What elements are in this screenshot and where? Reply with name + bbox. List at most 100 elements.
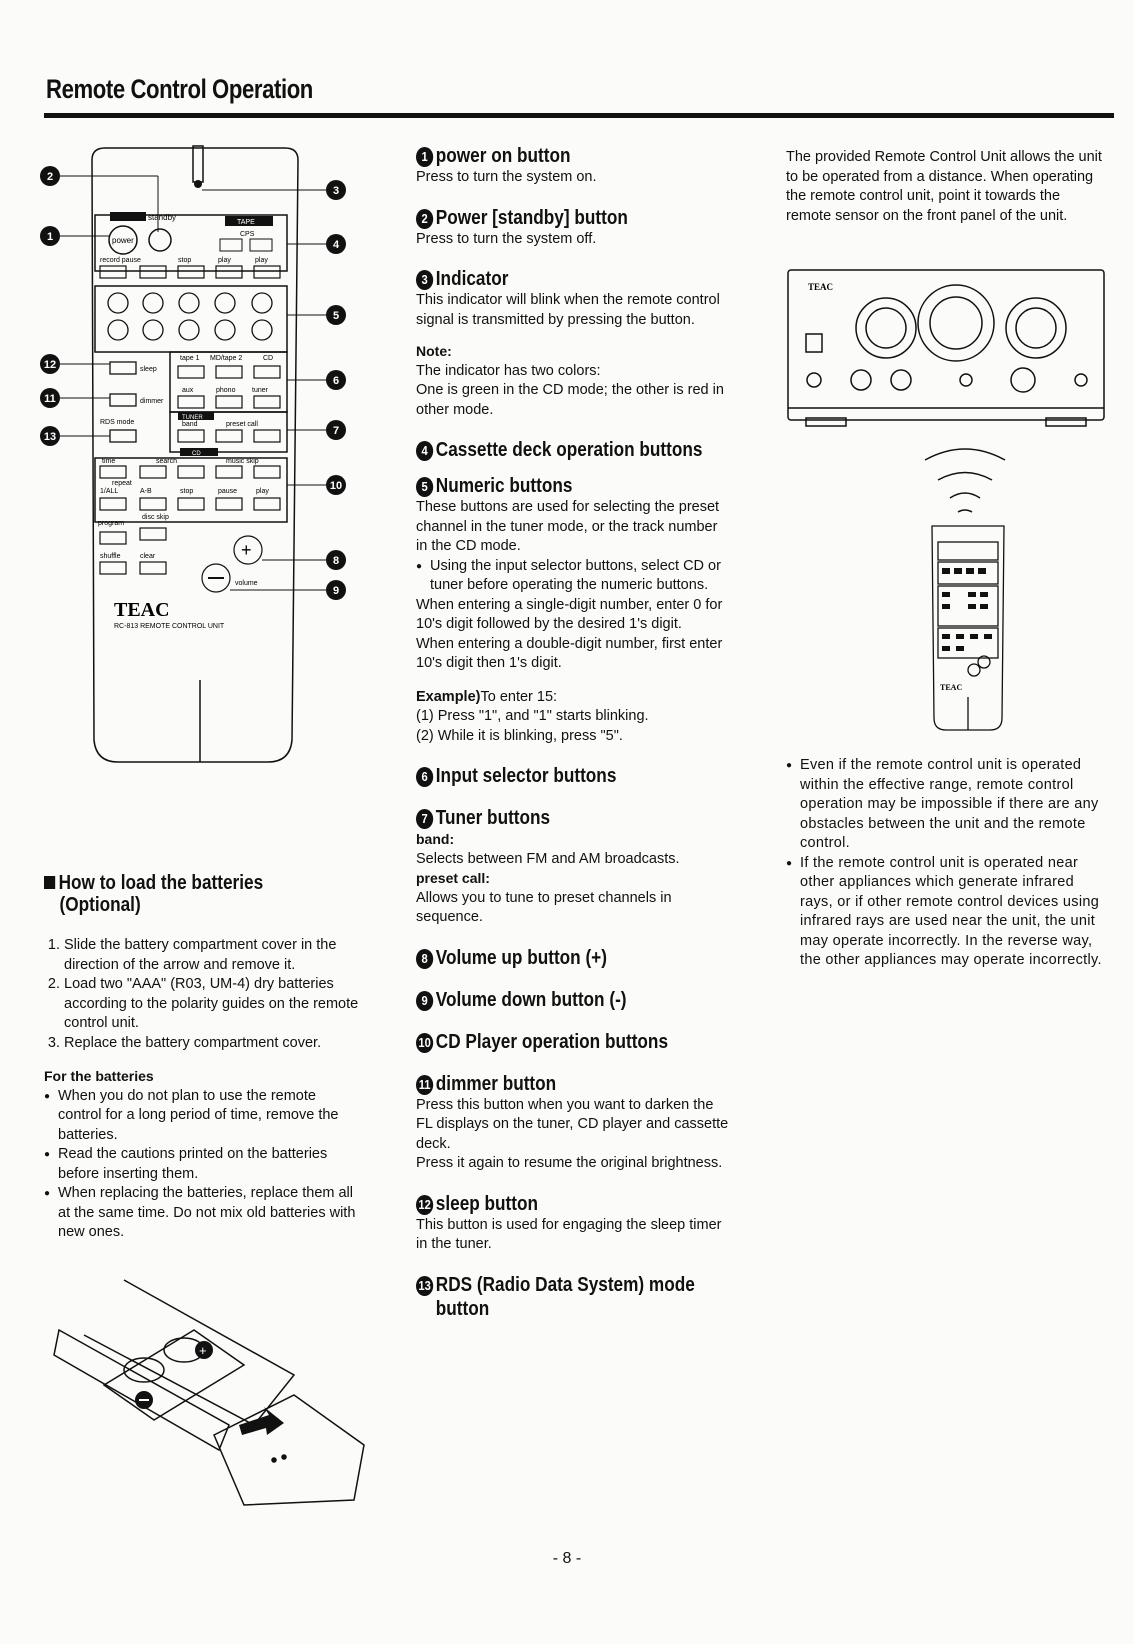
item-bullet-5: Using the input selector buttons, select… xyxy=(416,557,730,596)
repeat-label: repeat xyxy=(112,480,132,487)
title-rule xyxy=(44,113,1114,118)
tape-label: TAPE xyxy=(237,219,255,226)
note-line: One is green in the CD mode; the other i… xyxy=(416,382,724,418)
item-text2-5: When entering a single-digit number, ent… xyxy=(416,596,723,633)
right-bullet: If the remote control unit is operated n… xyxy=(786,854,1102,971)
aux-label: aux xyxy=(182,387,194,394)
unit-brand: TEAC xyxy=(808,282,833,292)
page-number: - 8 - xyxy=(552,1550,582,1567)
callout-10: 10 xyxy=(330,480,342,492)
preset-call-label: preset call xyxy=(226,421,258,428)
battery-steps: Slide the battery compartment cover in t… xyxy=(44,936,362,1053)
batteries-heading: How to load the batteries (Optional) xyxy=(44,872,317,916)
tuner-header-label: TUNER xyxy=(182,415,203,421)
item-text-11: Press this button when you want to darke… xyxy=(416,1096,729,1152)
callout-4: 4 xyxy=(333,239,340,251)
callout-2: 2 xyxy=(47,171,53,183)
callout-7: 7 xyxy=(333,425,339,437)
stop2-label: stop xyxy=(180,488,193,495)
svg-text:+: + xyxy=(199,1343,207,1358)
example-line: Example)To enter 15: xyxy=(416,688,558,705)
note-line: The indicator has two colors: xyxy=(416,362,601,379)
callout-9: 9 xyxy=(333,585,339,597)
item-text-12: This button is used for engaging the sle… xyxy=(416,1216,722,1253)
callout-6: 6 xyxy=(333,375,339,387)
square-bullet-icon xyxy=(44,876,56,889)
clear-label: clear xyxy=(140,553,156,560)
callout-3: 3 xyxy=(333,185,339,197)
program-label: program xyxy=(98,520,124,527)
example-step: (2) While it is blinking, press "5". xyxy=(416,727,623,744)
battery-note: When replacing the batteries, replace th… xyxy=(44,1184,362,1243)
remote-brand: TEAC xyxy=(114,599,170,621)
music-skip-label: music skip xyxy=(226,458,259,465)
remote-control-illustration: standby power TAPE CPS record pause stop… xyxy=(40,145,346,763)
cd-label: CD xyxy=(263,355,273,362)
item-text2-11: Press it again to resume the original br… xyxy=(416,1155,723,1171)
cd-header-label: CD xyxy=(192,451,201,457)
ab-label: A-B xyxy=(140,488,152,495)
shuffle-label: shuffle xyxy=(100,553,121,560)
disc-skip-label: disc skip xyxy=(142,514,169,521)
rds-mode-label: RDS mode xyxy=(100,419,134,426)
battery-note: When you do not plan to use the remote c… xyxy=(44,1087,362,1146)
intro-text: The provided Remote Control Unit allows … xyxy=(786,149,1102,224)
battery-step: Replace the battery compartment cover. xyxy=(64,1034,362,1054)
item-text-3: This indicator will blink when the remot… xyxy=(416,292,720,328)
for-batteries-heading: For the batteries xyxy=(44,1068,154,1084)
dimmer-label: dimmer xyxy=(140,398,164,405)
callout-11: 11 xyxy=(44,393,56,405)
volume-label: volume xyxy=(235,580,258,587)
all-label: 1/ALL xyxy=(100,488,118,495)
play-label-1: play xyxy=(218,257,231,264)
phono-label: phono xyxy=(216,387,236,394)
sleep-label: sleep xyxy=(140,366,157,373)
md-tape2-label: MD/tape 2 xyxy=(210,355,242,362)
right-column: The provided Remote Control Unit allows … xyxy=(786,148,1102,226)
page-title: Remote Control Operation xyxy=(46,74,313,104)
callout-12: 12 xyxy=(44,359,56,371)
item-text-1: Press to turn the system on. xyxy=(416,169,597,185)
callout-5: 5 xyxy=(333,310,339,322)
band-sublabel: band: xyxy=(416,831,455,847)
record-pause-label: record pause xyxy=(100,257,141,264)
tuner-label: tuner xyxy=(252,387,269,394)
item-text3-5: When entering a double-digit number, fir… xyxy=(416,635,723,672)
battery-step: Slide the battery compartment cover in t… xyxy=(64,936,362,975)
stop-label: stop xyxy=(178,257,191,264)
search-label: search xyxy=(156,458,177,465)
pause-label: pause xyxy=(218,488,237,495)
cps-label: CPS xyxy=(240,231,255,238)
callout-8: 8 xyxy=(333,555,339,567)
amplifier-illustration: TEAC xyxy=(787,269,1105,427)
power-label: power xyxy=(112,236,134,245)
callout-13: 13 xyxy=(44,431,56,443)
tape1-label: tape 1 xyxy=(180,355,200,362)
band-label: band xyxy=(182,421,198,428)
callout-1: 1 xyxy=(47,231,53,243)
example-step: (1) Press "1", and "1" starts blinking. xyxy=(416,708,649,724)
battery-note: Read the cautions printed on the batteri… xyxy=(44,1145,362,1184)
battery-illustration: + xyxy=(53,1279,365,1506)
band-text: Selects between FM and AM broadcasts. xyxy=(416,850,680,867)
play3-label: play xyxy=(256,488,269,495)
standby-label: standby xyxy=(148,213,176,222)
mini-remote-illustration: TEAC xyxy=(931,525,1005,731)
time-label: time xyxy=(102,458,115,465)
item-text-2: Press to turn the system off. xyxy=(416,230,597,247)
preset-call-text: Allows you to tune to preset channels in… xyxy=(416,889,672,926)
preset-call-sublabel: preset call: xyxy=(416,870,490,886)
